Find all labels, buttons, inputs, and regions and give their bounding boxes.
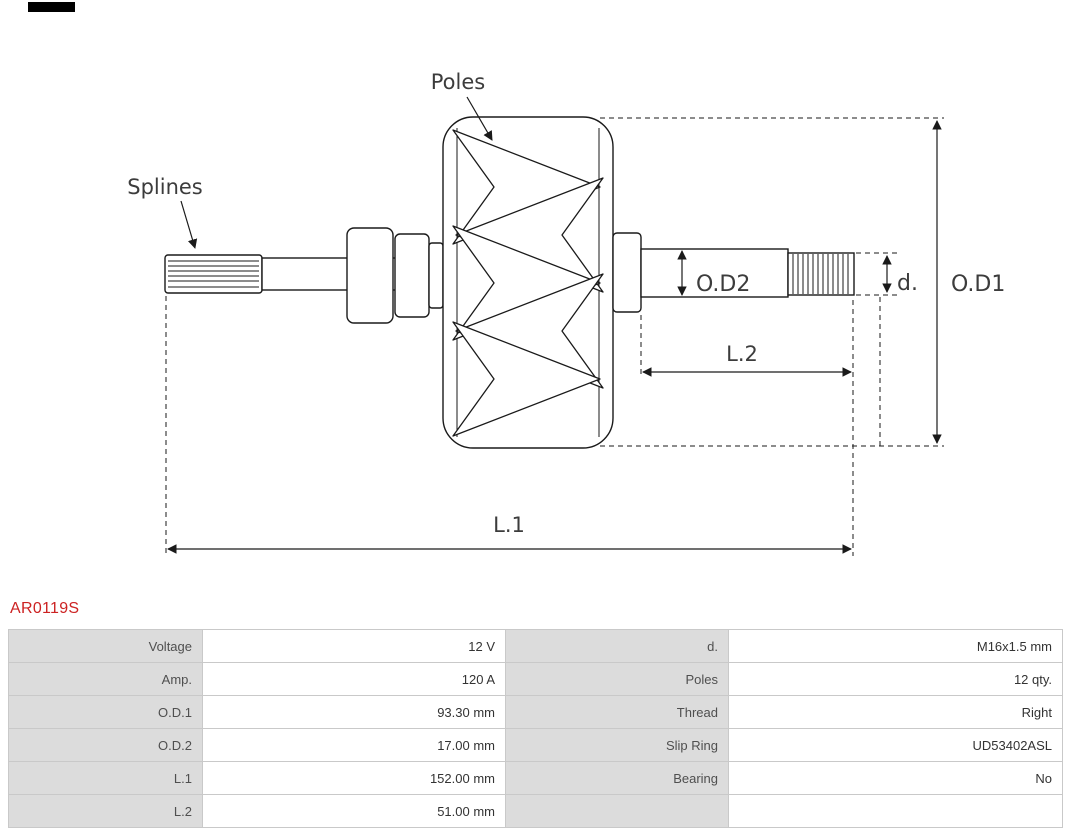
spec-value-slip-ring: UD53402ASL: [729, 729, 1063, 762]
corner-logo-mark: [28, 2, 75, 12]
spec-value-d: M16x1.5 mm: [729, 630, 1063, 663]
splined-shaft: [164, 254, 263, 294]
od1-label: O.D1: [951, 272, 1005, 297]
l1-label: L.1: [493, 513, 525, 537]
spec-value-od2: 17.00 mm: [203, 729, 506, 762]
spec-label-thread: Thread: [506, 696, 729, 729]
spec-label-poles: Poles: [506, 663, 729, 696]
spec-label-od1: O.D.1: [9, 696, 203, 729]
product-code: AR0119S: [10, 600, 80, 617]
rotor-diagram-svg: Poles Splines O.D2 d. O.D1 L.2 L.1: [127, 70, 1005, 556]
spec-value-l1: 152.00 mm: [203, 762, 506, 795]
pole-body: [442, 116, 614, 449]
dimension-arrows: [167, 120, 942, 554]
spec-table: Voltage 12 V d. M16x1.5 mm Amp. 120 A Po…: [8, 629, 1063, 828]
rotor-technical-diagram: Poles Splines O.D2 d. O.D1 L.2 L.1: [127, 70, 1005, 556]
d-label: d.: [897, 271, 918, 296]
poles-pointer-arrow: [466, 96, 493, 141]
spec-label-amp: Amp.: [9, 663, 203, 696]
spec-value-thread: Right: [729, 696, 1063, 729]
spec-label-l2: L.2: [9, 795, 203, 828]
spec-value-l2: 51.00 mm: [203, 795, 506, 828]
spec-value-poles: 12 qty.: [729, 663, 1063, 696]
spec-value-bearing: No: [729, 762, 1063, 795]
spec-label-d: d.: [506, 630, 729, 663]
spec-value-empty: [729, 795, 1063, 828]
spec-label-empty: [506, 795, 729, 828]
spec-value-voltage: 12 V: [203, 630, 506, 663]
spec-label-l1: L.1: [9, 762, 203, 795]
od2-label: O.D2: [696, 272, 750, 297]
spec-label-voltage: Voltage: [9, 630, 203, 663]
spec-value-od1: 93.30 mm: [203, 696, 506, 729]
construction-lines: [165, 117, 944, 556]
spec-label-bearing: Bearing: [506, 762, 729, 795]
rear-shaft: [612, 232, 789, 313]
splines-pointer-arrow: [180, 200, 198, 249]
threaded-end: [787, 252, 855, 296]
spec-label-od2: O.D.2: [9, 729, 203, 762]
poles-label: Poles: [431, 70, 485, 94]
spec-label-slip-ring: Slip Ring: [506, 729, 729, 762]
spec-value-amp: 120 A: [203, 663, 506, 696]
shaft-steps: [346, 227, 444, 324]
splines-label: Splines: [127, 175, 203, 199]
l2-label: L.2: [726, 342, 758, 366]
